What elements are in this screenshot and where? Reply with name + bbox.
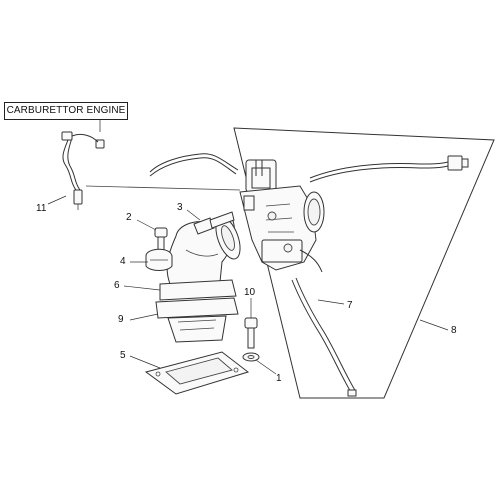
callout-1: 1	[276, 373, 282, 384]
callout-5: 5	[120, 350, 126, 361]
leader-8	[419, 319, 449, 331]
choke-cable-part	[309, 155, 469, 183]
cable-harness-part	[61, 131, 105, 210]
gasket-part	[144, 351, 250, 395]
callout-4: 4	[120, 256, 126, 267]
leader-1	[255, 359, 277, 375]
callout-8: 8	[451, 325, 457, 336]
assembly-frame	[233, 127, 495, 399]
leader-5	[129, 355, 161, 369]
callout-7: 7	[347, 300, 353, 311]
diagram-title: CARBURETTOR ENGINE	[4, 102, 128, 120]
screw-part-2	[154, 227, 168, 252]
callout-9: 9	[118, 314, 124, 325]
leader-6	[123, 285, 161, 291]
washer-part	[242, 352, 260, 362]
leader-7	[317, 299, 345, 305]
reed-valve-part	[155, 297, 239, 343]
carburettor-body-part	[239, 159, 325, 273]
callout-2: 2	[126, 212, 132, 223]
leader-11	[47, 195, 67, 205]
screw-part-10	[244, 317, 258, 349]
bolt-part-3	[193, 211, 235, 235]
callout-3: 3	[177, 202, 183, 213]
clamp-part	[145, 248, 173, 271]
leader-3	[186, 209, 201, 221]
leader-2	[136, 219, 157, 231]
leader-9	[129, 313, 159, 321]
throttle-cable-part	[149, 153, 357, 397]
callout-6: 6	[114, 280, 120, 291]
callout-11: 11	[36, 203, 47, 214]
title-link-line	[85, 120, 241, 191]
callout-10: 10	[244, 287, 256, 298]
intake-manifold-part	[159, 216, 241, 301]
